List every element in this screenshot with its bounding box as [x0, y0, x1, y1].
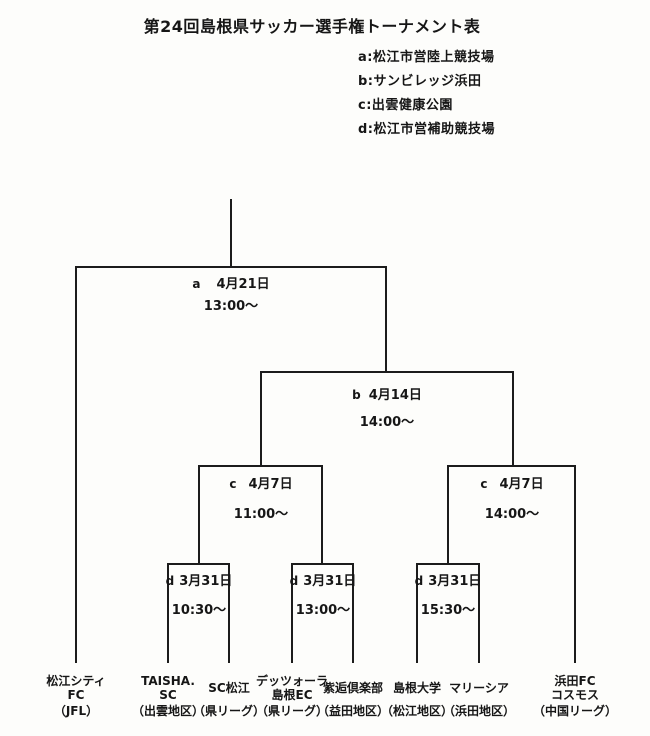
bracket-line-qf-left-left-leg — [198, 465, 200, 565]
bracket-line-r1-1-right-leg — [228, 563, 230, 663]
legend-item-d: d:松江市営補助競技場 — [358, 122, 496, 137]
team-affiliation: （県リーグ） — [192, 704, 266, 718]
bracket-line-round1-2 — [291, 563, 354, 565]
bracket-line-qf-left-right-leg — [321, 465, 323, 565]
team-affiliation: （益田地区） — [316, 704, 390, 718]
match-time: 13:00～ — [203, 299, 259, 314]
team-affiliation: （松江地区） — [380, 704, 454, 718]
team-name: TAISHA. SC — [141, 674, 195, 702]
match-venue-key: c — [229, 477, 237, 491]
team-block-matsue-city-fc: 松江シティ FC （JFL） — [46, 674, 105, 718]
bracket-line-semifinal — [260, 371, 514, 373]
team-block-taisha-sc: TAISHA. SC （出雲地区） — [132, 674, 204, 718]
bracket-line-champion — [230, 199, 232, 268]
bracket-line-qf-right-bye-leg — [574, 465, 576, 663]
bracket-line-final-left-leg — [75, 266, 77, 663]
bracket-line-final-right-leg — [385, 266, 387, 373]
team-name: 島根大学 — [392, 681, 442, 695]
bracket-line-quarterfinal-left — [198, 465, 323, 467]
team-affiliation: （浜田地区） — [442, 704, 516, 718]
bracket-line-qf-right-left-leg — [447, 465, 449, 565]
legend-item-c: c:出雲健康公園 — [358, 98, 453, 113]
legend-item-a: a:松江市営陸上競技場 — [358, 50, 495, 65]
match-date: 3月31日 — [428, 574, 482, 589]
bracket-line-r1-3-right-leg — [478, 563, 480, 663]
bracket-line-r1-1-left-leg — [167, 563, 169, 663]
bracket-line-quarterfinal-right — [447, 465, 576, 467]
team-affiliation: （県リーグ） — [255, 704, 329, 718]
bracket-line-round1-1 — [167, 563, 230, 565]
match-date: 4月14日 — [368, 388, 422, 403]
match-label-quarterfinal-left: c 4月7日 11:00～ — [229, 477, 292, 522]
team-block-sc-matsue: SC松江 （県リーグ） — [193, 674, 265, 718]
match-date: 4月7日 — [248, 477, 293, 492]
match-label-round1-2: d 3月31日 13:00～ — [290, 574, 357, 618]
bracket-line-semifinal-right-leg — [512, 371, 514, 467]
match-venue-key: c — [480, 477, 488, 491]
team-name: 浜田FC コスモス — [550, 674, 600, 702]
match-time: 14:00～ — [359, 415, 415, 430]
team-block-dezzolla-shimane-ec: デッツォーラ 島根EC （県リーグ） — [256, 674, 328, 718]
team-name: 紫逅倶楽部 — [322, 681, 384, 695]
team-affiliation: （JFL） — [53, 704, 99, 718]
team-affiliation: （出雲地区） — [131, 704, 205, 718]
venue-legend: a:松江市営陸上競技場 b:サンビレッジ浜田 c:出雲健康公園 d:松江市営補助… — [358, 51, 495, 147]
match-time: 14:00～ — [484, 507, 540, 522]
match-date: 4月21日 — [216, 277, 270, 292]
bracket-line-r1-2-left-leg — [291, 563, 293, 663]
team-name: 松江シティ FC — [46, 674, 106, 702]
bracket-line-r1-3-left-leg — [416, 563, 418, 663]
bracket-line-final — [75, 266, 387, 268]
match-label-semifinal: b 4月14日 14:00～ — [352, 388, 422, 430]
match-venue-key: d — [165, 574, 175, 588]
match-label-round1-1: d 3月31日 10:30～ — [166, 574, 233, 618]
match-venue-key: d — [414, 574, 424, 588]
match-venue-key: b — [352, 388, 361, 402]
match-label-round1-3: d 3月31日 15:30～ — [415, 574, 482, 618]
bracket-line-semifinal-left-leg — [260, 371, 262, 467]
team-name: SC松江 — [208, 681, 250, 695]
match-date: 3月31日 — [303, 574, 357, 589]
match-time: 13:00～ — [295, 603, 351, 618]
team-block-shikou-club: 紫逅倶楽部 （益田地区） — [317, 674, 389, 718]
page-title: 第24回島根県サッカー選手権トーナメント表 — [143, 17, 481, 36]
match-label-final: a 4月21日 13:00～ — [192, 277, 269, 314]
team-block-shimane-university: 島根大学 （松江地区） — [381, 674, 453, 718]
team-block-hamada-fc-cosmos: 浜田FC コスモス （中国リーグ） — [533, 674, 617, 718]
legend-item-b: b:サンビレッジ浜田 — [358, 74, 482, 89]
team-affiliation: （中国リーグ） — [532, 704, 618, 718]
team-block-malicia: マリーシア （浜田地区） — [443, 674, 515, 718]
match-label-quarterfinal-right: c 4月7日 14:00～ — [480, 477, 543, 522]
team-name: デッツォーラ 島根EC — [255, 674, 329, 702]
match-time: 11:00～ — [233, 507, 289, 522]
match-time: 10:30～ — [171, 603, 227, 618]
match-date: 4月7日 — [499, 477, 544, 492]
match-venue-key: a — [192, 277, 201, 291]
match-date: 3月31日 — [179, 574, 233, 589]
match-venue-key: d — [289, 574, 299, 588]
team-name: マリーシア — [449, 681, 509, 695]
match-time: 15:30～ — [420, 603, 476, 618]
bracket-line-r1-2-right-leg — [352, 563, 354, 663]
bracket-line-round1-3 — [416, 563, 480, 565]
